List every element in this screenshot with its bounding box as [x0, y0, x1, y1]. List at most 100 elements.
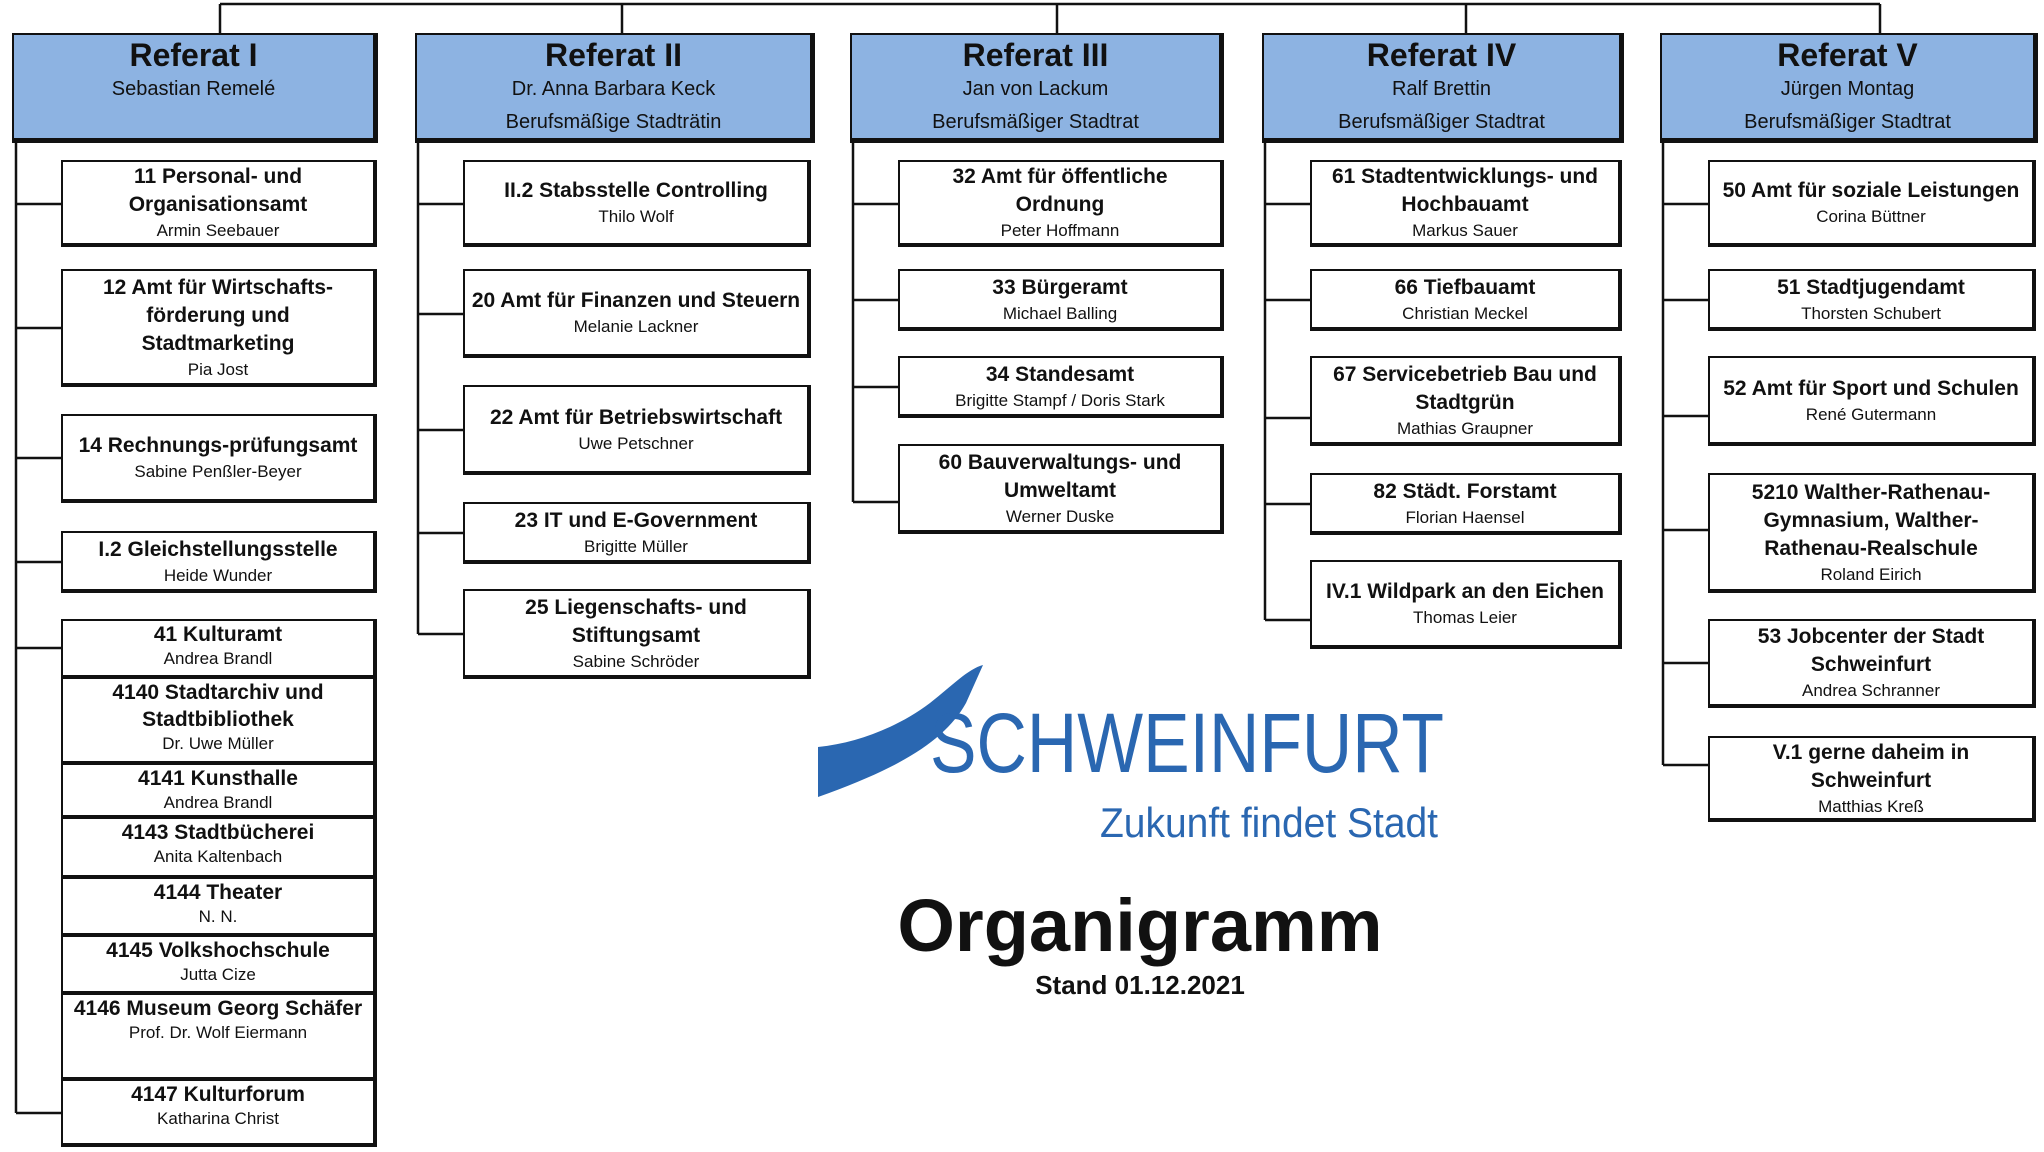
unit-title: 34 Standesamt: [985, 362, 1135, 386]
unit-title: 67 Servicebetrieb Bau und Stadtgrün: [1333, 362, 1597, 414]
unit-title: 33 Bürgeramt: [992, 275, 1128, 299]
unit-box: II.2 Stabsstelle Controlling Thilo Wolf: [463, 160, 811, 247]
unit-box: 20 Amt für Finanzen und Steuern Melanie …: [463, 269, 811, 358]
unit-title: II.2 Stabsstelle Controlling: [504, 179, 768, 202]
schweinfurt-logo: SCHWEINFURT Zukunft findet Stadt: [818, 665, 1444, 846]
unit-person: Brigitte Stampf / Doris Stark: [955, 390, 1165, 410]
unit-box: 82 Städt. Forstamt Florian Haensel: [1310, 473, 1622, 535]
unit-title: 11 Personal- und Organisationsamt: [128, 165, 308, 216]
unit-box: 60 Bauverwaltungs- und Umweltamt Werner …: [898, 444, 1224, 534]
referat-2-role: Berufsmäßige Stadträtin: [505, 111, 722, 133]
unit-box: 12 Amt für Wirtschafts-förderung und Sta…: [61, 269, 377, 387]
unit-title: I.2 Gleichstellungsstelle: [98, 537, 338, 561]
unit-title: 22 Amt für Betriebswirtschaft: [489, 405, 783, 429]
unit-title: 4144 Theater: [153, 881, 283, 904]
unit-box: 61 Stadtentwicklungs- und Hochbauamt Mar…: [1310, 160, 1622, 247]
unit-person: Christian Meckel: [1402, 303, 1528, 323]
unit-title: 4147 Kulturforum: [131, 1083, 305, 1106]
unit-box: V.1 gerne daheim in Schweinfurt Matthias…: [1708, 736, 2036, 822]
referat-3-role: Berufsmäßiger Stadtrat: [932, 111, 1139, 133]
logo-wordmark: SCHWEINFURT: [930, 696, 1444, 790]
unit-title: V.1 gerne daheim in Schweinfurt: [1772, 740, 1970, 792]
unit-person: Michael Balling: [1002, 303, 1118, 323]
unit-person: Corina Büttner: [1816, 207, 1926, 226]
culture-unit-box: 4147 Kulturforum Katharina Christ: [61, 1079, 377, 1147]
unit-box: 53 Jobcenter der Stadt Schweinfurt Andre…: [1708, 619, 2036, 708]
unit-person: Heide Wunder: [163, 565, 273, 585]
unit-person: Pia Jost: [187, 359, 249, 379]
referat-5-header: Referat V Jürgen Montag Berufsmäßiger St…: [1660, 33, 2038, 143]
unit-box: 52 Amt für Sport und Schulen René Guterm…: [1708, 356, 2036, 446]
diagram-date: Stand 01.12.2021: [1035, 970, 1245, 1000]
diagram-title: Organigramm: [897, 884, 1383, 967]
unit-box: IV.1 Wildpark an den Eichen Thomas Leier: [1310, 560, 1622, 649]
unit-person: Melanie Lackner: [573, 317, 699, 336]
referat-1-title: Referat I: [129, 37, 258, 73]
unit-box: 50 Amt für soziale Leistungen Corina Büt…: [1708, 160, 2036, 247]
unit-person: Prof. Dr. Wolf Eiermann: [128, 1023, 308, 1042]
unit-box: 11 Personal- und Organisationsamt Armin …: [61, 160, 377, 247]
unit-person: Thorsten Schubert: [1801, 303, 1941, 323]
unit-title: 4143 Stadtbücherei: [121, 821, 315, 844]
unit-box: 5210 Walther-Rathenau-Gymnasium, Walther…: [1708, 473, 2036, 593]
unit-box: 32 Amt für öffentliche Ordnung Peter Hof…: [898, 160, 1224, 247]
referat-4-header: Referat IV Ralf Brettin Berufsmäßiger St…: [1262, 33, 1624, 143]
unit-person: Brigitte Müller: [584, 536, 688, 556]
unit-box: 33 Bürgeramt Michael Balling: [898, 269, 1224, 331]
unit-title: 52 Amt für Sport und Schulen: [1723, 376, 2019, 400]
unit-title: 4146 Museum Georg Schäfer: [73, 997, 363, 1020]
culture-unit-box: 4140 Stadtarchiv und Stadtbibliothek Dr.…: [61, 677, 377, 765]
culture-unit-box: 4141 Kunsthalle Andrea Brandl: [61, 763, 377, 819]
unit-person: Florian Haensel: [1405, 507, 1525, 527]
unit-title: 23 IT und E-Government: [514, 508, 758, 532]
unit-title: 14 Rechnungs-prüfungsamt: [78, 434, 358, 457]
unit-title: 41 Kulturamt: [153, 623, 283, 646]
unit-person: Katharina Christ: [157, 1109, 279, 1128]
unit-person: Andrea Schranner: [1802, 681, 1940, 700]
referat-1-header: Referat I Sebastian Remelé: [12, 33, 378, 143]
unit-title: 20 Amt für Finanzen und Steuern: [471, 289, 801, 312]
referat-4-title: Referat IV: [1366, 37, 1517, 73]
unit-box: 23 IT und E-Government Brigitte Müller: [463, 502, 811, 564]
referat-2-name: Dr. Anna Barbara Keck: [511, 78, 716, 100]
unit-person: Werner Duske: [1005, 506, 1115, 526]
logo-swoosh: [818, 665, 983, 797]
referat-5-title: Referat V: [1777, 37, 1918, 73]
unit-person: Thomas Leier: [1413, 608, 1517, 627]
unit-person: Dr. Uwe Müller: [162, 734, 274, 753]
culture-unit-box: 4145 Volkshochschule Jutta Cize: [61, 935, 377, 995]
unit-title: 66 Tiefbauamt: [1394, 275, 1536, 299]
culture-unit-box: 41 Kulturamt Andrea Brandl: [61, 619, 377, 679]
unit-box: 25 Liegenschafts- und Stiftungsamt Sabin…: [463, 589, 811, 679]
unit-title: 4140 Stadtarchiv und Stadtbibliothek: [112, 681, 324, 731]
unit-title: 53 Jobcenter der Stadt Schweinfurt: [1757, 625, 1985, 676]
unit-person: N. N.: [198, 907, 238, 926]
referat-3-name: Jan von Lackum: [962, 78, 1109, 100]
unit-person: Mathias Graupner: [1396, 418, 1534, 438]
unit-title: 61 Stadtentwicklungs- und Hochbauamt: [1331, 165, 1599, 216]
referat-2-header: Referat II Dr. Anna Barbara Keck Berufsm…: [415, 33, 815, 143]
unit-person: Peter Hoffmann: [1000, 221, 1120, 240]
unit-person: Thilo Wolf: [598, 207, 674, 226]
unit-title: 60 Bauverwaltungs- und Umweltamt: [938, 450, 1182, 502]
unit-title: 82 Städt. Forstamt: [1373, 479, 1557, 503]
referat-3-header: Referat III Jan von Lackum Berufsmäßiger…: [850, 33, 1224, 143]
unit-person: Roland Eirich: [1820, 564, 1922, 584]
unit-box: I.2 Gleichstellungsstelle Heide Wunder: [61, 531, 377, 593]
logo-tagline: Zukunft findet Stadt: [1100, 799, 1438, 846]
unit-box: 66 Tiefbauamt Christian Meckel: [1310, 269, 1622, 331]
culture-unit-box: 4143 Stadtbücherei Anita Kaltenbach: [61, 817, 377, 879]
unit-box: 34 Standesamt Brigitte Stampf / Doris St…: [898, 356, 1224, 418]
unit-person: Matthias Kreß: [1818, 796, 1924, 816]
unit-person: Anita Kaltenbach: [153, 847, 283, 866]
unit-title: IV.1 Wildpark an den Eichen: [1326, 580, 1604, 603]
unit-box: 22 Amt für Betriebswirtschaft Uwe Petsch…: [463, 385, 811, 475]
unit-person: Sabine Schröder: [572, 651, 700, 671]
unit-person: Andrea Brandl: [163, 649, 273, 668]
referat-1-name: Sebastian Remelé: [111, 78, 276, 100]
unit-person: Uwe Petschner: [578, 433, 694, 453]
unit-person: Andrea Brandl: [163, 793, 273, 812]
unit-title: 50 Amt für soziale Leistungen: [1722, 179, 2020, 202]
